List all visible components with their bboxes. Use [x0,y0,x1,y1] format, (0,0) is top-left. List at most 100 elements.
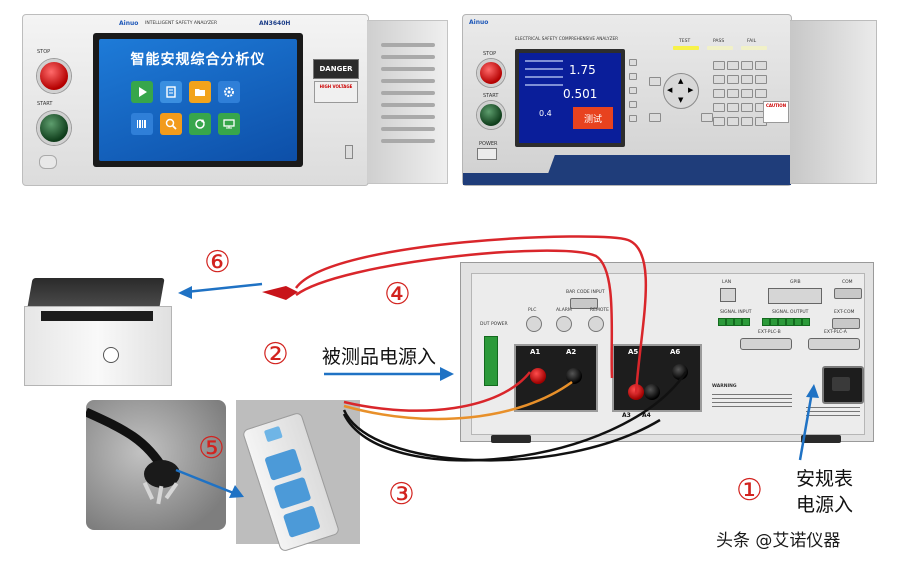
start-button[interactable] [477,101,505,129]
printer-device-under-test [24,278,172,386]
pass-led [707,46,733,50]
bar-code-port[interactable] [570,298,598,309]
tile-start-test[interactable] [131,81,153,103]
side-casing [790,20,877,184]
keypad-key[interactable] [755,89,767,98]
signal-output-terminal[interactable] [778,318,786,326]
keypad-key[interactable] [713,75,725,84]
power-switch[interactable] [39,155,57,169]
a5-label: A5 [628,348,639,356]
signal-input-terminal[interactable] [734,318,742,326]
keypad-key[interactable] [741,103,753,112]
tile-system[interactable] [218,113,240,135]
keypad-key[interactable] [727,103,739,112]
signal-output-terminal[interactable] [786,318,794,326]
step-number-5: ⑤ [198,431,225,466]
dut-power-terminal-block[interactable] [484,336,498,386]
keypad-key[interactable] [741,117,753,126]
arrow-head-icon [178,286,192,299]
keypad-key[interactable] [713,89,725,98]
function-key-f4[interactable] [629,101,637,108]
model-number: AN3640H [259,20,291,27]
tile-barcode[interactable] [131,113,153,135]
function-key-f2[interactable] [629,73,637,80]
keypad-key[interactable] [727,117,739,126]
hp-logo [103,347,119,363]
vent-slot [381,79,435,83]
power-switch[interactable] [477,148,497,160]
arrow-right-icon[interactable]: ▶ [688,86,694,94]
lcd-test-button[interactable]: 测试 [573,107,613,129]
arrow-left-icon[interactable]: ◀ [667,86,673,94]
a2-label: A2 [566,348,577,356]
lan-port[interactable] [720,288,736,302]
signal-input-terminal[interactable] [742,318,750,326]
start-button[interactable] [37,111,71,145]
remote-port[interactable] [588,316,604,332]
keypad-key[interactable] [741,89,753,98]
wire-red-a5-lead [295,249,614,379]
keypad-key[interactable] [741,61,753,70]
plc-port[interactable] [526,316,542,332]
ext-plc-b-port[interactable] [740,338,792,350]
stop-label: STOP [37,49,51,55]
play-icon [139,87,147,97]
ac-power-inlet[interactable] [822,366,864,404]
ext-plc-a-port[interactable] [808,338,860,350]
key[interactable] [649,77,661,86]
signal-output-terminal[interactable] [762,318,770,326]
test-led [673,46,699,50]
navigation-pad[interactable]: ▲ ▼ ◀ ▶ [663,73,699,109]
gpib-port[interactable] [768,288,822,304]
tile-program[interactable] [160,81,182,103]
signal-output-terminal[interactable] [794,318,802,326]
a1-label: A1 [530,348,541,356]
tile-search[interactable] [160,113,182,135]
tile-records[interactable] [189,113,211,135]
function-key-f3[interactable] [629,87,637,94]
tile-file[interactable] [189,81,211,103]
wire-orange-a2 [343,380,573,421]
terminal-a2[interactable] [566,368,582,384]
arrow-up-icon[interactable]: ▲ [678,77,684,85]
keypad-key[interactable] [713,61,725,70]
keypad-key[interactable] [727,61,739,70]
touch-screen[interactable]: 智能安规综合分析仪 [93,33,303,167]
keypad-key[interactable] [741,75,753,84]
function-key-f1[interactable] [629,59,637,66]
alarm-port[interactable] [556,316,572,332]
stop-button[interactable] [477,59,505,87]
signal-output-terminal[interactable] [770,318,778,326]
power-plug-icon [86,407,180,505]
keypad-key[interactable] [713,117,725,126]
keypad-key[interactable] [727,89,739,98]
ext-com-port[interactable] [832,318,860,329]
arrow-to-printer [185,282,263,294]
signal-output-terminal[interactable] [802,318,810,326]
com-port[interactable] [834,288,862,299]
terminal-a3[interactable] [644,384,660,400]
refresh-icon [195,119,205,129]
keypad-key[interactable] [755,75,767,84]
tile-settings[interactable] [218,81,240,103]
rear-panel-inner: LAN GPIB COM BAR CODE INPUT PLC ALARM RE… [471,273,865,435]
usb-port[interactable] [345,145,353,159]
signal-input-terminal[interactable] [726,318,734,326]
terminal-a1[interactable] [530,368,546,384]
arrow-analyzer-power [798,391,814,461]
key[interactable] [701,113,713,122]
keypad-key[interactable] [755,61,767,70]
signal-input-terminal[interactable] [718,318,726,326]
arrow-down-icon[interactable]: ▼ [678,96,684,104]
key[interactable] [649,113,661,122]
foot-right [801,435,841,443]
stop-button[interactable] [37,59,71,93]
function-key-f5[interactable] [629,115,637,122]
device-subtitle: ELECTRICAL SAFETY COMPREHENSIVE ANALYZER [515,36,619,41]
screen-display: 智能安规综合分析仪 [99,39,297,161]
keypad-key[interactable] [713,103,725,112]
front-panel-body: Ainuo ELECTRICAL SAFETY COMPREHENSIVE AN… [462,14,792,186]
ext-com-label: EXT-COM [834,310,855,315]
comprehensive-analyzer-front-panel: Ainuo ELECTRICAL SAFETY COMPREHENSIVE AN… [462,14,882,186]
keypad-key[interactable] [727,75,739,84]
